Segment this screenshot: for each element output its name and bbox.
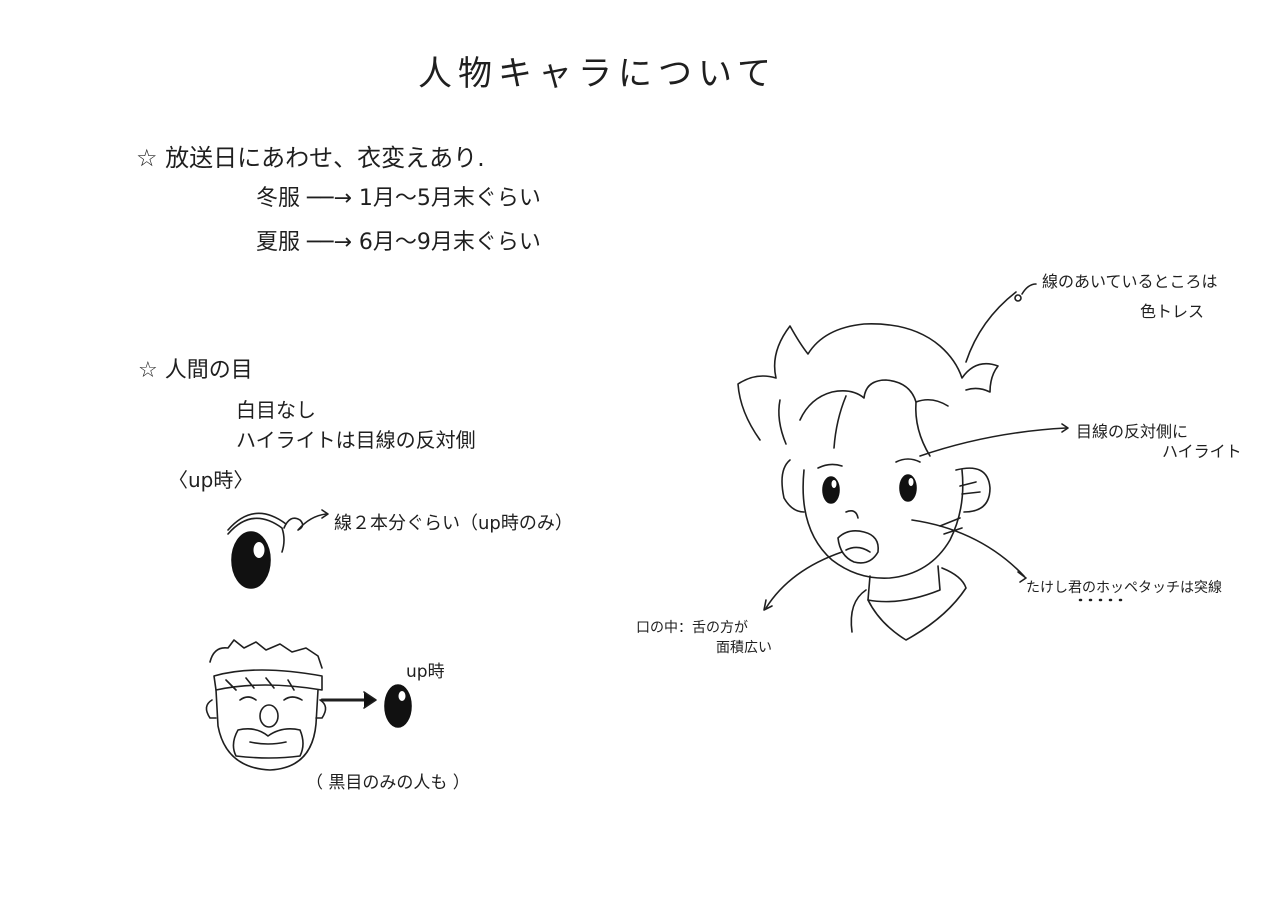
winter-uniform-line: 冬服 ──→ 1月～5月末ぐらい — [256, 186, 541, 211]
cheek-leader — [911, 519, 1025, 577]
eyes-heading: ☆ 人間の目 — [138, 358, 253, 383]
highlight-note-2: ハイライト — [1162, 442, 1242, 461]
eye-highlight — [253, 542, 265, 558]
hair-gap-note-1: 線のあいているところは — [1042, 272, 1218, 291]
eyebrow-line-note: 線２本分ぐらい（up時のみ） — [334, 513, 573, 534]
old-man-sketch — [205, 639, 412, 771]
mouth-leader — [765, 551, 843, 609]
eye-pupil — [231, 531, 271, 589]
highlight-leader — [919, 427, 1067, 457]
black-eye-note: （ 黒目のみの人も ） — [306, 773, 470, 793]
up-shot-label: 〈up時〉 — [168, 468, 254, 492]
mouth-note-2: 面積広い — [716, 640, 772, 656]
cheek-touch-note: たけし君のホッペタッチは突線 — [1026, 580, 1222, 596]
eyebrow-double-line — [227, 517, 285, 553]
black-eye — [384, 684, 412, 728]
boy-left-eye — [822, 476, 840, 504]
hair-gap-note-2: 色トレス — [1140, 302, 1205, 321]
arrow-to-line-note — [283, 513, 327, 531]
eyes-no-white: 白目なし — [236, 398, 316, 422]
up-shot-label-2: up時 — [406, 662, 445, 682]
boy-character-sketch — [737, 283, 1123, 641]
up-shot-eye-sketch — [227, 509, 329, 589]
mouth-note-1: 口の中：舌の方が — [636, 620, 748, 636]
boy-right-eye — [899, 474, 917, 502]
summer-uniform-line: 夏服 ──→ 6月～9月末ぐらい — [256, 230, 541, 255]
eyes-highlight-rule: ハイライトは目線の反対側 — [236, 428, 476, 452]
hair-gap-leader — [965, 291, 1017, 363]
highlight-note-1: 目線の反対側に — [1076, 422, 1189, 441]
page-title: 人物キャラについて — [418, 54, 777, 94]
costume-heading: ☆ 放送日にあわせ、衣変えあり. — [136, 144, 485, 172]
